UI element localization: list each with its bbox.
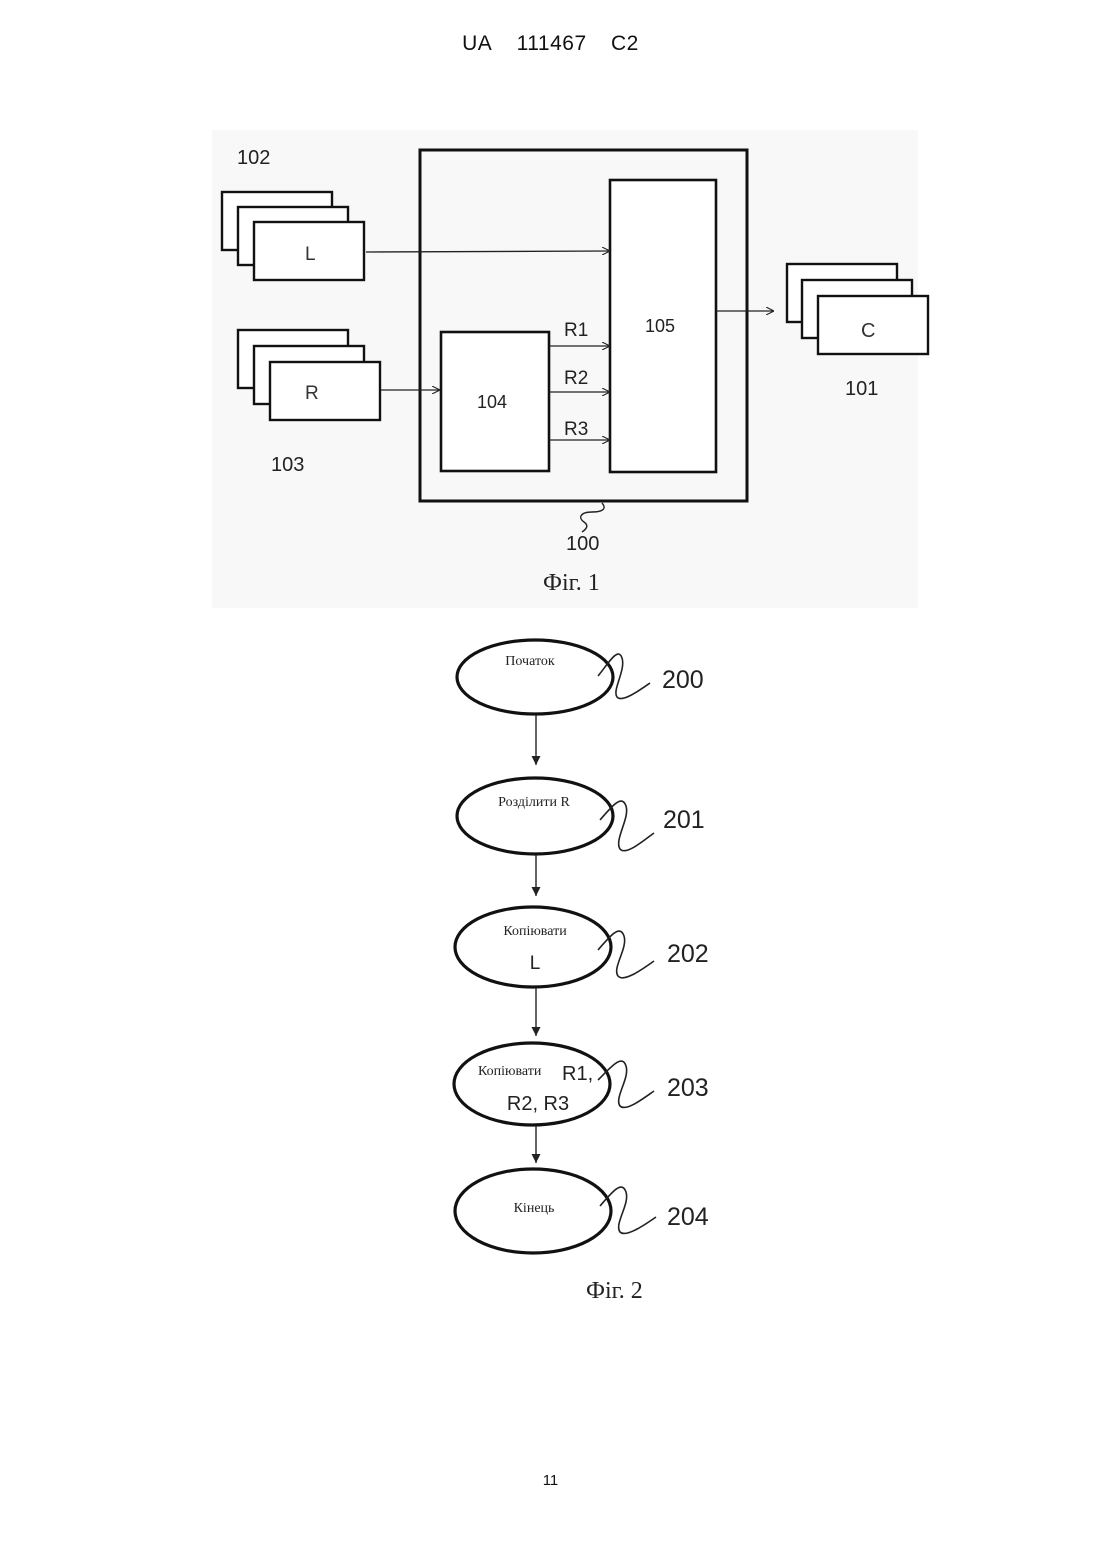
right-frame-stack (238, 330, 380, 420)
step-200-ref: 200 (662, 666, 704, 694)
page-number: 11 (0, 1472, 1101, 1489)
ref-103-label: 103 (271, 454, 304, 476)
ref-104-label: 104 (477, 392, 507, 412)
step-201-ref: 201 (663, 806, 705, 834)
figure-2: Початок 200 Розділити R 201 Копіювати L … (454, 640, 709, 1304)
step-203-ref: 203 (667, 1074, 709, 1102)
step-204-ref: 204 (667, 1203, 709, 1231)
ref-102-label: 102 (237, 147, 270, 169)
step-200-ellipse (457, 640, 613, 714)
right-frame-label: R (305, 383, 319, 404)
ref-100-leader (581, 503, 604, 532)
step-202-ellipse (455, 907, 611, 987)
step-203-label: Копіювати (478, 1064, 542, 1079)
figure-1: 102 L R 103 104 105 R (222, 147, 928, 596)
step-203-label-line2: R2, R3 (507, 1093, 569, 1115)
step-202-label: Копіювати (503, 924, 567, 939)
sub-stream-r2-label: R2 (564, 368, 588, 389)
step-203-label-suffix: R1, (562, 1063, 593, 1085)
ref-101-label: 101 (845, 378, 878, 400)
ref-100-label: 100 (566, 533, 599, 555)
step-201-label: Розділити R (498, 795, 570, 810)
output-frame-label: C (861, 320, 875, 342)
sub-stream-r1-label: R1 (564, 320, 588, 341)
left-frame-label: L (305, 244, 316, 265)
arrow-l-to-combiner (366, 251, 610, 252)
figure-1-caption: Фіг. 1 (543, 570, 600, 596)
step-200-label: Початок (505, 654, 555, 669)
step-204-label: Кінець (514, 1201, 555, 1216)
step-202-label-line2: L (530, 953, 541, 974)
sub-stream-r3-label: R3 (564, 419, 588, 440)
left-frame-stack (222, 192, 364, 280)
step-201-ellipse (457, 778, 613, 854)
figure-2-caption: Фіг. 2 (586, 1278, 643, 1304)
step-202-ref: 202 (667, 940, 709, 968)
output-frame-stack (787, 264, 928, 354)
ref-105-label: 105 (645, 316, 675, 336)
